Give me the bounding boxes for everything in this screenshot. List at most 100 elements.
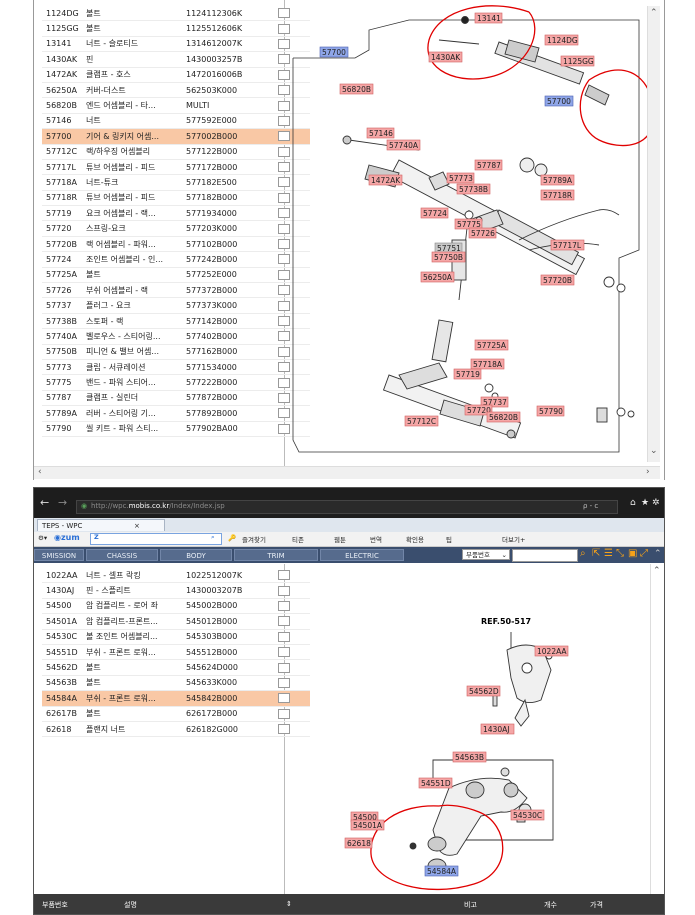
part-checkbox[interactable] — [278, 208, 290, 219]
favorites-star-icon[interactable]: ★ — [641, 498, 650, 508]
callout-top.diagram_labels.l57773[interactable]: 57773 — [446, 172, 475, 184]
callout-top.diagram_labels.l57712C[interactable]: 57712C — [404, 415, 439, 427]
callout-top.diagram_labels.l56250A[interactable]: 56250A — [420, 271, 455, 283]
settings-gear-icon[interactable]: ✲ — [652, 498, 660, 508]
callout-browser.diagram_labels.l54562D[interactable]: 54562D — [466, 685, 501, 697]
callout-top.diagram_labels.l57719[interactable]: 57719 — [453, 368, 482, 380]
scroll-up-arrow[interactable]: ⌃ — [650, 8, 658, 18]
part-checkbox[interactable] — [278, 146, 290, 157]
fullscreen-icon[interactable]: ▣ — [628, 548, 638, 559]
list-icon[interactable]: ☰ — [604, 548, 613, 559]
export-icon[interactable]: ⇱ — [592, 548, 601, 559]
callout-top.diagram_labels.l57700a[interactable]: 57700 — [319, 46, 349, 58]
address-bar[interactable]: ◉ http://wpc.mobis.co.kr/Index/Index.jsp… — [76, 500, 618, 514]
part-checkbox[interactable] — [278, 223, 290, 234]
home-icon[interactable]: ⌂ — [630, 498, 636, 508]
vertical-scrollbar-bottom[interactable]: ⌃ — [650, 564, 663, 894]
toolbar-more[interactable]: 더보기+ — [502, 536, 526, 544]
toolbar-favorites[interactable]: 즐겨찾기 — [242, 536, 266, 544]
callout-top.diagram_labels.l57720[interactable]: 57720 — [464, 404, 493, 416]
forward-arrow-icon[interactable]: → — [58, 496, 68, 509]
tab-trim[interactable]: TRIM — [234, 549, 318, 561]
part-checkbox[interactable] — [278, 600, 290, 611]
part-checkbox[interactable] — [278, 162, 290, 173]
part-checkbox[interactable] — [278, 392, 290, 403]
back-arrow-icon[interactable]: ← — [40, 496, 50, 509]
callout-top.diagram_labels.l1124DG[interactable]: 1124DG — [544, 34, 579, 46]
tab-electric[interactable]: ELECTRIC — [320, 549, 404, 561]
part-search-select[interactable]: 부품번호⌄ — [462, 549, 510, 560]
part-checkbox[interactable] — [278, 677, 290, 688]
callout-top.diagram_labels.l57724[interactable]: 57724 — [420, 207, 449, 219]
callout-browser.diagram_labels.l54530C[interactable]: 54530C — [510, 809, 545, 821]
toolbar-translate[interactable]: 번역 — [370, 536, 382, 544]
part-checkbox[interactable] — [278, 38, 290, 49]
part-checkbox[interactable] — [278, 8, 290, 19]
scroll-right-arrow[interactable]: › — [646, 467, 650, 477]
zum-search-icon[interactable]: ⌕ — [211, 533, 215, 541]
tab-close-icon[interactable]: × — [134, 522, 140, 530]
callout-browser.diagram_labels.l1430AJ[interactable]: 1430AJ — [480, 723, 515, 735]
expand-icon[interactable]: ⤢ — [640, 548, 648, 559]
part-checkbox[interactable] — [278, 115, 290, 126]
callout-top.diagram_labels.l57751[interactable]: 57751 — [434, 242, 463, 254]
part-checkbox[interactable] — [278, 316, 290, 326]
part-checkbox[interactable] — [278, 254, 290, 265]
callout-top.diagram_labels.l57737[interactable]: 57737 — [480, 396, 509, 408]
callout-browser.diagram_labels.l54563B[interactable]: 54563B — [452, 751, 487, 763]
callout-top.diagram_labels.l57740A[interactable]: 57740A — [386, 139, 421, 151]
part-checkbox[interactable] — [278, 69, 290, 80]
callout-browser.diagram_labels.l54584A[interactable]: 54584A — [424, 865, 459, 877]
callout-top.diagram_labels.l56820B[interactable]: 56820B — [339, 83, 374, 95]
callout-top.diagram_labels.l57738B[interactable]: 57738B — [456, 183, 491, 195]
part-checkbox[interactable] — [278, 631, 290, 642]
scroll-left-arrow[interactable]: ‹ — [38, 467, 42, 477]
callout-top.diagram_labels.l57726[interactable]: 57726 — [468, 227, 497, 239]
callout-top.diagram_labels.l1430AK[interactable]: 1430AK — [428, 51, 463, 63]
callout-top.diagram_labels.l57725A[interactable]: 57725A — [474, 339, 509, 351]
tab-body[interactable]: BODY — [160, 549, 232, 561]
toolbar-menu-icon[interactable]: ⚙▾ — [38, 534, 48, 542]
part-checkbox[interactable] — [278, 331, 290, 342]
callout-top.diagram_labels.l57718R[interactable]: 57718R — [540, 189, 575, 201]
part-checkbox[interactable] — [278, 693, 290, 704]
part-checkbox[interactable] — [278, 54, 290, 65]
part-checkbox[interactable] — [278, 724, 290, 735]
callout-top.diagram_labels.l57787[interactable]: 57787 — [474, 159, 503, 171]
part-checkbox[interactable] — [278, 647, 290, 658]
tab-transmission[interactable]: SMISSION — [34, 549, 84, 561]
callout-top.diagram_labels.l57790[interactable]: 57790 — [536, 405, 565, 417]
part-checkbox[interactable] — [278, 570, 290, 581]
part-checkbox[interactable] — [278, 100, 290, 111]
part-checkbox[interactable] — [278, 346, 290, 357]
callout-top.diagram_labels.l57750B[interactable]: 57750B — [431, 251, 466, 263]
scroll-up-arrow-bottom[interactable]: ⌃ — [653, 566, 661, 576]
callout-top.diagram_labels.l57700b[interactable]: 57700 — [544, 95, 574, 107]
part-checkbox[interactable] — [278, 377, 290, 388]
part-checkbox[interactable] — [278, 131, 290, 142]
collapse-icon[interactable]: ⤡ — [616, 548, 624, 559]
part-checkbox[interactable] — [278, 239, 290, 250]
